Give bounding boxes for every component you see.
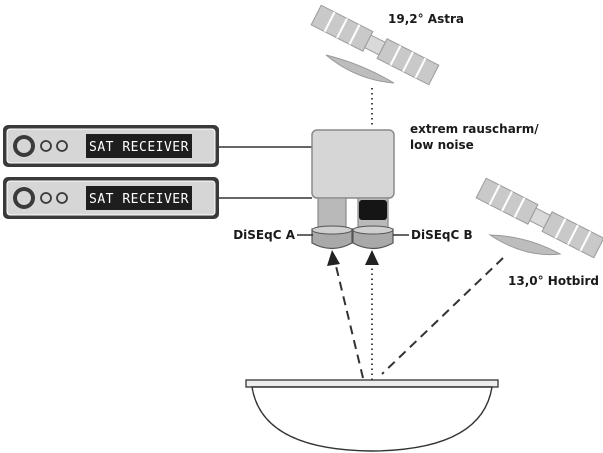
signal-path-hotbird-to-dish-dashed [381, 257, 504, 375]
lnb-note-line-2: low noise [410, 138, 474, 152]
arrowhead-lnb-b [365, 250, 379, 265]
sat-receiver-1: SAT RECEIVER [3, 125, 219, 167]
satellite-astra: 19,2° Astra [310, 4, 464, 86]
lnb-feed-b-cap [359, 200, 387, 220]
satellite-astra-solar-panels [310, 4, 440, 86]
diseqc-a-label: DiSEqC A [233, 228, 295, 242]
satellite-hotbird-solar-panels [475, 177, 603, 259]
dish-reflector [245, 379, 499, 452]
dish-bowl [251, 386, 493, 452]
satellite-astra-dish [325, 54, 395, 84]
signal-path-dish-to-lnb-a-dashed [335, 265, 364, 379]
lnb-body [311, 129, 395, 199]
lnb-note-line-1: extrem rauscharm/ [410, 122, 539, 136]
receiver-1-button-2 [56, 140, 68, 152]
receiver-1-lcd [86, 134, 192, 158]
lnb-feed-a-tube [317, 197, 347, 229]
satellite-astra-label: 19,2° Astra [388, 12, 464, 26]
lnb-unit [311, 129, 395, 250]
receiver-2-button-2 [56, 192, 68, 204]
receiver-1-lcd-text: SAT RECEIVER [89, 140, 189, 155]
satellite-hotbird-dish [488, 234, 562, 256]
satellite-hotbird-label: 13,0° Hotbird [508, 274, 599, 288]
sat-receiver-2: SAT RECEIVER [3, 177, 219, 219]
receiver-2-button-1 [40, 192, 52, 204]
receiver-2-lcd [86, 186, 192, 210]
satellite-hotbird: 13,0° Hotbird [475, 177, 603, 288]
arrowhead-lnb-a [327, 250, 340, 266]
diseqc-b-label: DiSEqC B [411, 228, 473, 242]
receiver-2-lcd-text: SAT RECEIVER [89, 192, 189, 207]
dish-rim [245, 379, 499, 388]
receiver-1-button-1 [40, 140, 52, 152]
